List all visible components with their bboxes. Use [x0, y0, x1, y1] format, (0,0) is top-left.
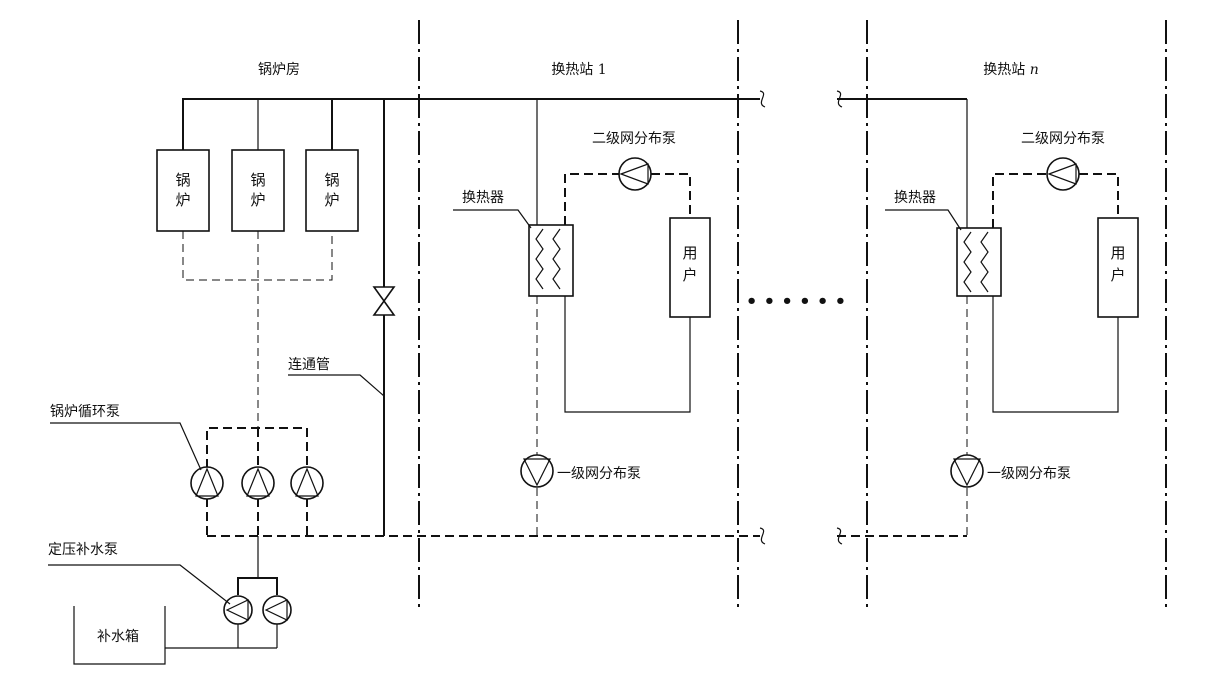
bypass-pipe-callout: 连通管 [288, 357, 385, 397]
zone-dividers [418, 20, 1167, 612]
boiler-circ-pump-3 [290, 466, 324, 500]
pipe-break-mark [836, 527, 843, 545]
user-1-char-2: 户 [682, 266, 697, 284]
station-n: 用 户 二级网分布泵 换热器 一级网分布泵 [885, 99, 1139, 536]
zone-title-station-n-prefix: 换热站 [983, 61, 1029, 78]
makeup-water-tank-label: 补水箱 [97, 629, 139, 645]
boiler-circ-pump-1 [190, 466, 224, 500]
zone-title-station-n-index: n [1030, 62, 1039, 78]
zone-title-boiler-room: 锅炉房 [258, 62, 300, 78]
heat-exchanger-n-callout: 换热器 [885, 189, 962, 231]
user-n: 用 户 [1097, 217, 1139, 318]
boiler-1: 锅 炉 [156, 149, 210, 232]
boiler-room: 锅 炉 锅 炉 锅 炉 [48, 99, 396, 665]
secondary-pump-1-label: 二级网分布泵 [592, 131, 676, 147]
pipe-break-mark [759, 527, 766, 545]
boiler-3-char-1: 锅 [324, 171, 339, 189]
boiler-2-char-2: 炉 [250, 191, 265, 209]
primary-pump-1-label: 一级网分布泵 [557, 466, 641, 482]
user-1-char-1: 用 [682, 244, 697, 262]
bypass-pipe-label: 连通管 [288, 357, 330, 373]
boiler-1-char-2: 炉 [175, 191, 190, 209]
supply-main [182, 90, 967, 150]
boiler-circ-pump-label: 锅炉循环泵 [50, 404, 120, 420]
bypass-pipe [372, 99, 396, 536]
makeup-pump-1 [223, 595, 253, 625]
heat-exchanger-1-label: 换热器 [462, 189, 504, 206]
makeup-pump-callout: 定压补水泵 [48, 542, 231, 605]
boiler-1-char-1: 锅 [175, 171, 190, 189]
primary-pump-n-label: 一级网分布泵 [987, 466, 1071, 482]
secondary-pump-1 [618, 157, 652, 191]
zone-title-station-1: 换热站 1 [551, 61, 606, 78]
boiler-3: 锅 炉 [305, 149, 359, 232]
zone-title-station-n: 换热站 n [983, 61, 1038, 78]
secondary-pump-n-label: 二级网分布泵 [1021, 131, 1105, 147]
heat-exchanger-1-callout: 换热器 [453, 189, 532, 229]
user-n-char-1: 用 [1110, 244, 1125, 262]
boiler-circ-pump-2 [241, 466, 275, 500]
user-1: 用 户 [669, 217, 711, 318]
primary-pump-n [950, 454, 984, 488]
boiler-circ-pump-callout: 锅炉循环泵 [50, 404, 202, 471]
user-n-char-2: 户 [1110, 266, 1125, 284]
heat-exchanger-n [956, 227, 1002, 297]
heat-exchanger-n-label: 换热器 [894, 189, 936, 206]
secondary-pump-n [1046, 157, 1080, 191]
pipe-break-mark [836, 90, 843, 108]
boiler-3-char-2: 炉 [324, 191, 339, 209]
boiler-2: 锅 炉 [231, 149, 285, 232]
boiler-2-char-1: 锅 [250, 171, 265, 189]
pipe-break-mark [759, 90, 766, 108]
makeup-pump-label: 定压补水泵 [48, 542, 118, 558]
makeup-pump-2 [262, 595, 292, 625]
makeup-water-tank: 补水箱 [73, 606, 166, 665]
heat-exchanger-1 [528, 224, 574, 297]
station-ellipsis: • • • • • • [746, 291, 846, 312]
station-1: 用 户 二级网分布泵 换热器 一级网分布泵 [453, 99, 711, 536]
bypass-valve-icon [372, 286, 396, 316]
return-main [207, 527, 967, 545]
primary-pump-1 [520, 454, 554, 488]
